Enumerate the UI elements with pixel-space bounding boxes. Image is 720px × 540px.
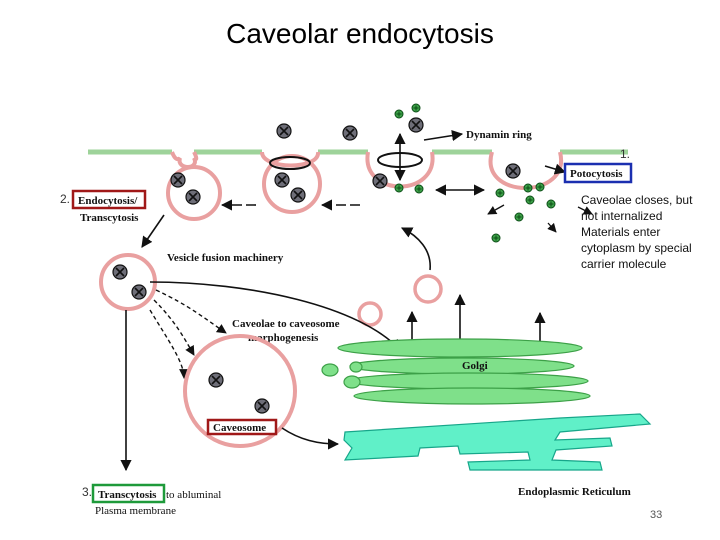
svg-text:cytoplasm by special: cytoplasm by special [581,241,692,255]
side-note: Caveolae closes, but not internalized Ma… [581,193,693,271]
caveosome [183,334,297,448]
caveosome-label: Caveosome [213,422,266,434]
slide-title: Caveolar endocytosis [226,18,494,49]
to-abluminal-label: to abluminal [166,489,221,501]
golgi-apparatus [321,338,591,405]
potocytosis-label: Potocytosis [570,168,623,180]
transcytosis-box [91,483,166,504]
potocytosis-box [563,162,633,184]
vesicle-fusion-label: Vesicle fusion machinery [167,252,284,264]
vesicle-endocytosis [166,165,222,221]
caveolae [170,151,564,190]
transport-vesicle-2 [357,301,383,327]
svg-text:Caveolae closes, but: Caveolae closes, but [581,193,693,207]
caveolae-caveosome-label-1: Caveolae to caveosome [232,318,340,330]
step-number-2: 2. [60,192,70,206]
dynamin-ring-pointer [423,130,464,142]
svg-text:not internalized: not internalized [581,209,662,223]
dynamin-ring-label: Dynamin ring [466,129,532,141]
transcytosis-label-top: Transcytosis [80,212,139,224]
step-number-3: 3. [82,485,92,499]
internalized-vesicle [99,253,157,311]
golgi-label: Golgi [462,360,488,372]
svg-text:Materials enter: Materials enter [581,225,660,239]
svg-text:carrier molecule: carrier molecule [581,257,667,271]
endocytosis-label: Endocytosis/ [78,195,138,207]
transcytosis-label: Transcytosis [98,489,157,501]
plasma-membrane-label: Plasma membrane [95,505,176,517]
endoplasmic-reticulum [343,413,652,471]
endocytosis-box [71,189,147,210]
page-number: 33 [650,509,662,521]
step-number-1: 1. [620,147,630,161]
transport-vesicle-1 [413,274,443,304]
dynamin-ring-1 [269,156,311,170]
vesicle-forming [262,154,322,214]
er-label: Endoplasmic Reticulum [518,486,631,498]
caveosome-box [206,418,278,436]
